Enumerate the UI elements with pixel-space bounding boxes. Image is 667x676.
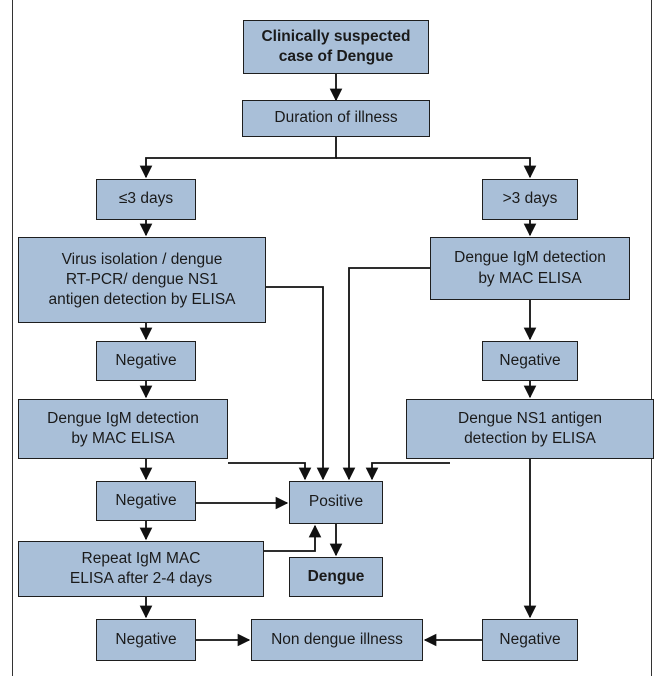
repeat-node: Repeat IgM MAC ELISA after 2-4 days xyxy=(18,541,264,597)
left-negative1-node: Negative xyxy=(96,341,196,381)
edge-repeat-positive xyxy=(264,524,322,552)
right-negative2-node: Negative xyxy=(482,619,578,661)
right-test2-node: Dengue NS1 antigen detection by ELISA xyxy=(406,399,654,459)
edge-duration-split xyxy=(139,137,337,179)
left-days-node: ≤3 days xyxy=(96,179,196,220)
edge-left-test1-positive xyxy=(266,286,330,481)
positive-node: Positive xyxy=(289,481,383,524)
right-test1-node: Dengue IgM detection by MAC ELISA xyxy=(430,237,630,300)
right-negative1-node: Negative xyxy=(482,341,578,381)
non-dengue-node: Non dengue illness xyxy=(251,619,423,661)
left-test2-node: Dengue IgM detection by MAC ELISA xyxy=(18,399,228,459)
left-negative3-node: Negative xyxy=(96,619,196,661)
figure-frame xyxy=(12,0,652,676)
dengue-node: Dengue xyxy=(289,557,383,597)
left-negative2-node: Negative xyxy=(96,481,196,521)
edge-right-test2-positive xyxy=(365,462,450,481)
left-test1-node: Virus isolation / dengue RT-PCR/ dengue … xyxy=(18,237,266,323)
edge-right-test1-positive xyxy=(342,267,430,481)
edge-left-test2-positive xyxy=(228,462,312,481)
duration-node: Duration of illness xyxy=(242,100,430,137)
right-days-node: >3 days xyxy=(482,179,578,220)
edge-duration-right xyxy=(336,157,537,179)
start-node: Clinically suspected case of Dengue xyxy=(243,20,429,74)
